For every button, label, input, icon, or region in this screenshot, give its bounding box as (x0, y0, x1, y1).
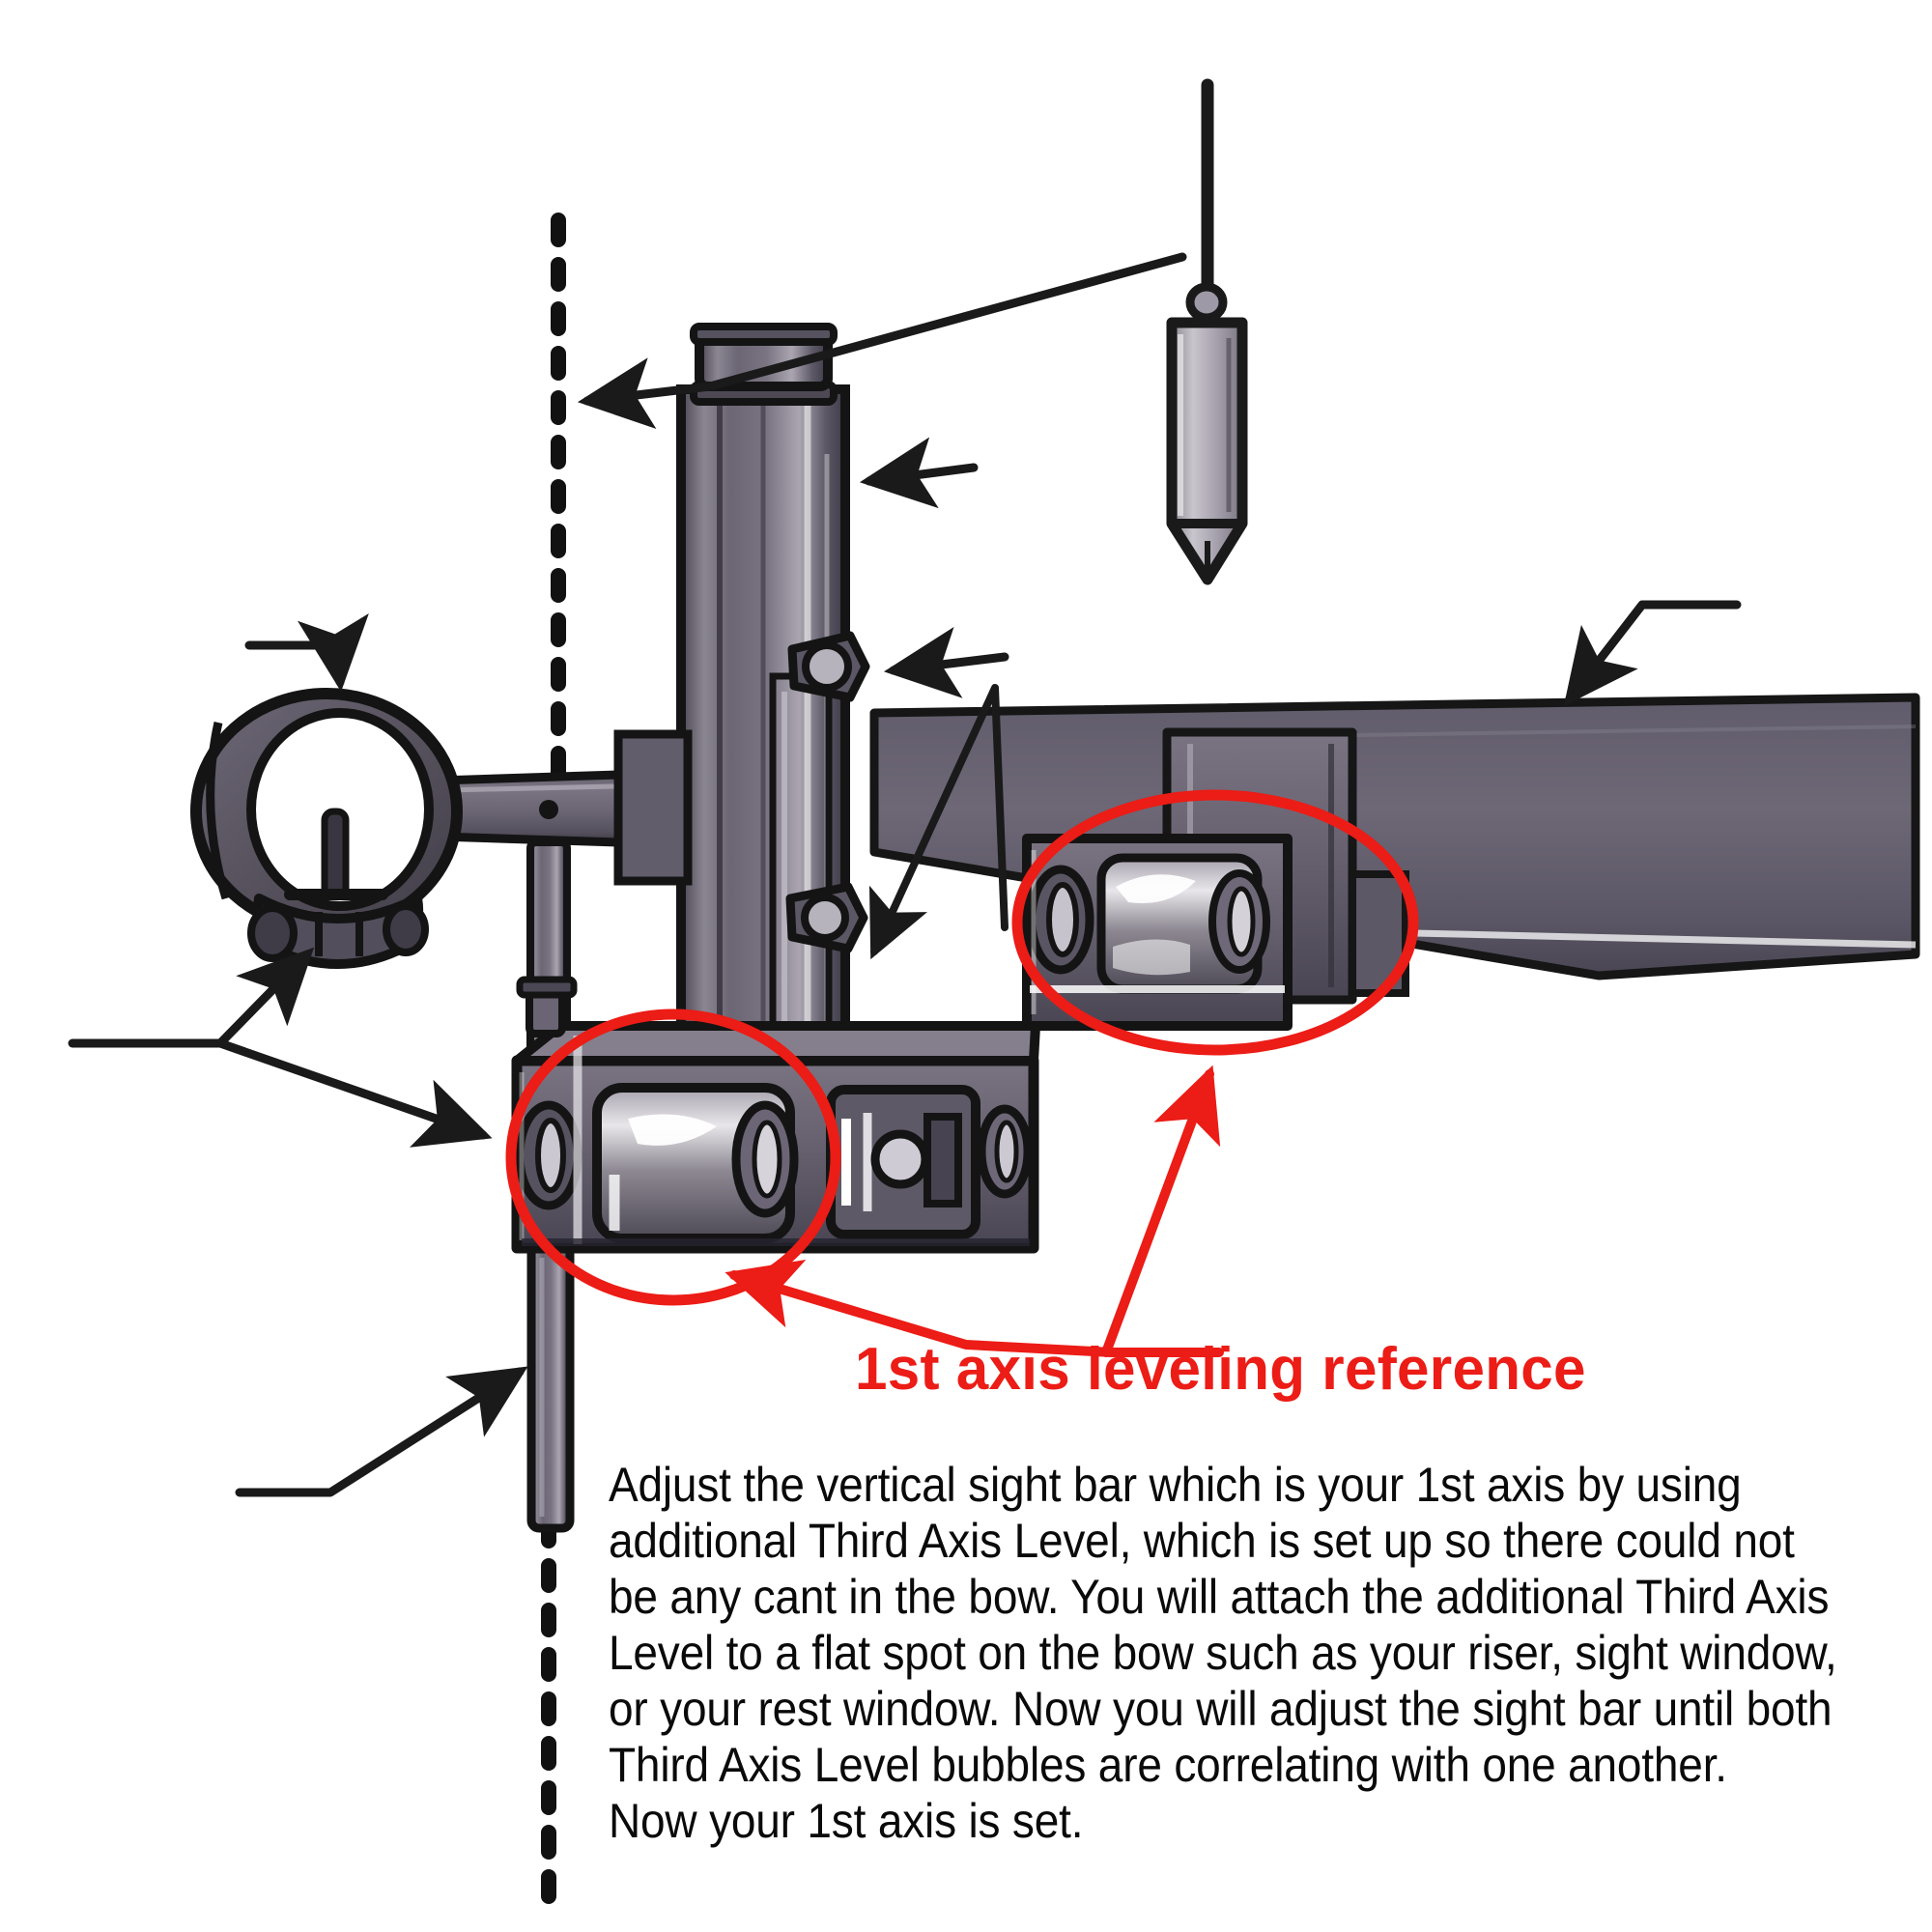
caption-line-7: Now your 1st axis is set. (609, 1794, 1084, 1848)
vertical-sight-bar (676, 323, 850, 1070)
red-highlight-ellipse-upper-level (1011, 789, 1419, 1056)
leader-arrow-to-adjustment-bolt (883, 626, 1009, 698)
red-leader-arrow-to-upper-level (1101, 1065, 1221, 1357)
leader-arrow-to-dashed-plumb-line (577, 252, 1187, 429)
plumb-bob (1166, 78, 1248, 585)
thumb-screw (826, 1085, 1033, 1239)
caption-line-3: be any cant in the bow. You will attach … (609, 1570, 1830, 1624)
leader-arrow-to-bow-riser (1563, 600, 1742, 707)
caption-line-2: additional Third Axis Level, which is se… (609, 1514, 1795, 1568)
vertical-dashed-plumb-reference-line (541, 213, 566, 1906)
lower-third-axis-bubble-level (511, 976, 1040, 1254)
red-highlight-ellipse-lower-level (505, 1009, 841, 1306)
forked-leader-arrow-to-lower-level (215, 1038, 493, 1148)
red-leader-arrow-to-lower-level (724, 1260, 1116, 1357)
lower-adjustment-bolt (785, 882, 868, 953)
caption-line-1: Adjust the vertical sight bar which is y… (609, 1458, 1742, 1512)
upper-level-vial (1096, 853, 1270, 994)
leader-arrow-to-lower-sight-bar (235, 1366, 528, 1497)
sight-bar-end-cap (690, 323, 838, 406)
forked-leader-arrow-to-sight-housing (215, 947, 315, 1048)
caption-paragraph: Adjust the vertical sight bar which is y… (609, 1457, 1893, 1849)
caption-line-6: Third Axis Level bubbles are correlating… (609, 1738, 1727, 1792)
sight-extension-bar (435, 729, 693, 886)
upper-third-axis-bubble-level (1022, 834, 1293, 1031)
caption-line-4: Level to a flat spot on the bow such as … (609, 1626, 1837, 1680)
caption-line-5: or your rest window. Now you will adjust… (609, 1682, 1833, 1736)
leader-arrow-to-vertical-sight-bar (859, 437, 979, 509)
leader-arrow-to-sight-ring (244, 612, 369, 693)
upper-adjustment-bolt (787, 631, 870, 702)
callout-label-1st-axis-leveling-reference: 1st axis leveling reference (855, 1336, 1586, 1403)
lower-level-vial (592, 1083, 799, 1243)
leader-arrow-to-lower-bolt (868, 684, 1009, 960)
sight-pin (284, 808, 388, 900)
